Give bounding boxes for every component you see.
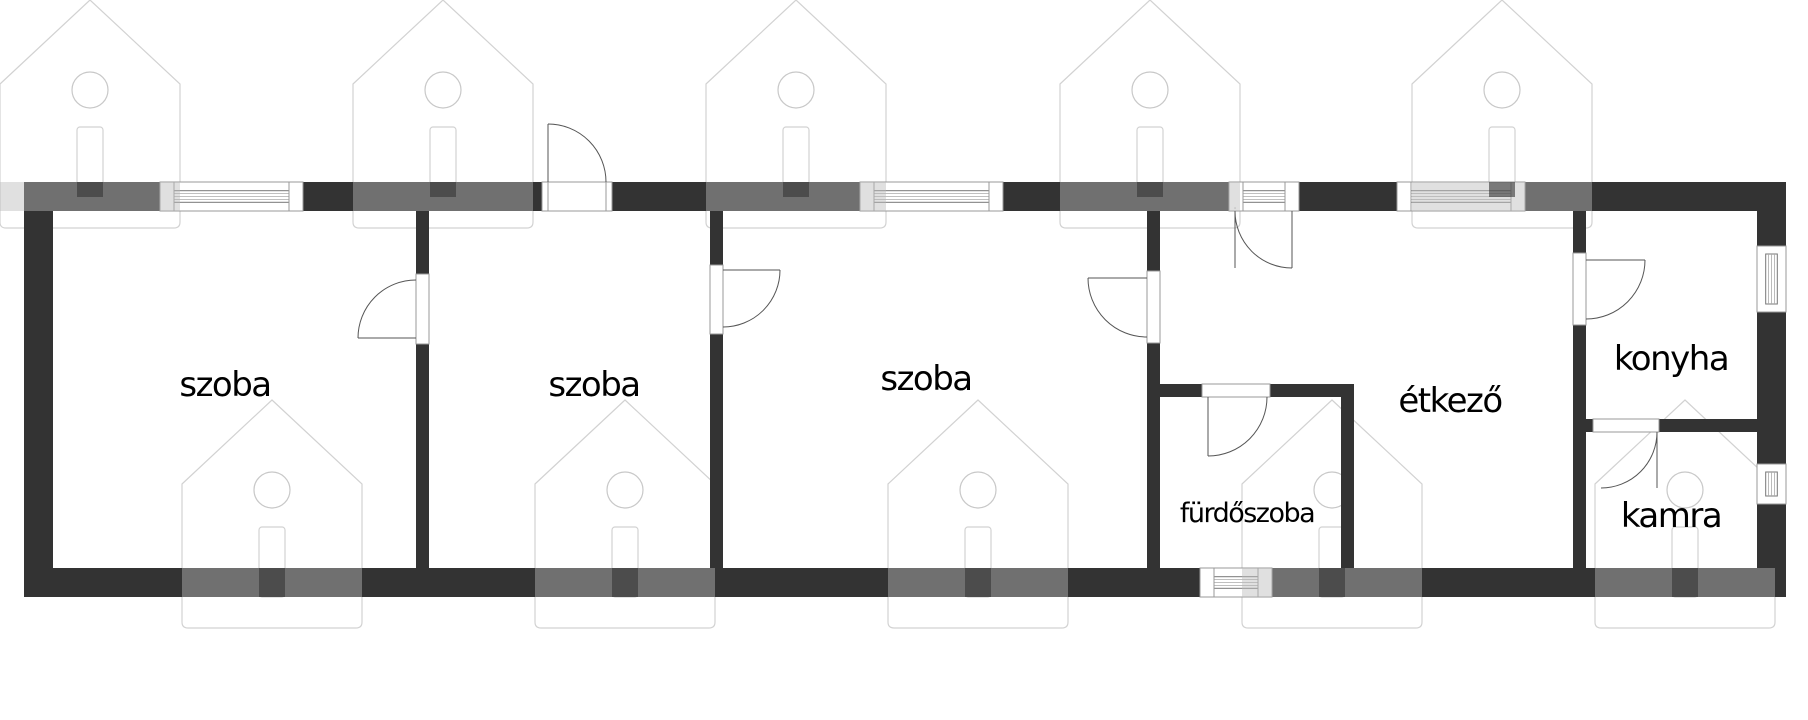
watermark-shade xyxy=(259,568,285,597)
room-label-konyha: konyha xyxy=(1614,339,1728,379)
door-opening xyxy=(1572,252,1587,326)
door-opening xyxy=(415,273,430,345)
door xyxy=(1087,270,1161,344)
room-label-szoba-3: szoba xyxy=(880,359,971,399)
house-dot xyxy=(777,71,815,109)
watermark-shade xyxy=(783,182,809,197)
watermark-layer xyxy=(0,0,1776,629)
watermark-shade xyxy=(965,568,991,597)
wall-right xyxy=(1757,182,1786,597)
wall-left xyxy=(24,182,53,597)
watermark-shade xyxy=(1489,182,1515,197)
house-outline xyxy=(1594,399,1776,629)
door-swing xyxy=(722,269,781,328)
wall-bath-right xyxy=(1341,384,1354,568)
window-frame xyxy=(1756,463,1787,505)
window xyxy=(1228,181,1300,212)
window-frame xyxy=(1396,181,1526,212)
window-frame xyxy=(1228,181,1300,212)
house-dot xyxy=(606,471,644,509)
door-opening xyxy=(709,264,724,335)
door xyxy=(709,264,781,335)
room-label-szoba-1: szoba xyxy=(179,365,270,405)
house-outline xyxy=(0,0,181,229)
wall-bath-top-b xyxy=(1270,384,1353,397)
wall-kitchen-pantry-a xyxy=(1586,419,1593,432)
house-logo-icon xyxy=(352,0,534,229)
wall-partition-4b xyxy=(1573,325,1586,568)
house-outline xyxy=(1241,399,1423,629)
room-label-szoba-2: szoba xyxy=(548,365,639,405)
house-dot xyxy=(253,471,291,509)
wall-kitchen-pantry-b xyxy=(1659,419,1757,432)
watermark-shade xyxy=(1319,568,1345,597)
house-outline xyxy=(1059,0,1241,229)
house-dot xyxy=(1131,71,1169,109)
house-logo-icon xyxy=(887,399,1069,629)
door xyxy=(357,273,430,345)
watermark-shade xyxy=(612,568,638,597)
wall-bath-top-a xyxy=(1160,384,1202,397)
house-outline xyxy=(1411,0,1593,229)
door-swing xyxy=(547,123,607,183)
door-swing xyxy=(1600,431,1658,489)
window-frame xyxy=(1199,567,1273,598)
watermark-shade xyxy=(77,182,103,197)
door xyxy=(1234,207,1293,269)
window-frame xyxy=(1756,245,1787,313)
house-outline xyxy=(887,399,1069,629)
window xyxy=(1756,245,1787,313)
door-opening xyxy=(1146,270,1161,344)
wall-partition-3a xyxy=(1147,211,1160,271)
window xyxy=(1199,567,1273,598)
door xyxy=(547,123,607,212)
door-swing xyxy=(1207,396,1268,457)
window-frame xyxy=(159,181,304,212)
house-outline xyxy=(534,399,716,629)
door-swing xyxy=(357,279,417,339)
room-label-etkezo: étkező xyxy=(1398,381,1501,421)
door xyxy=(1572,252,1646,326)
door xyxy=(1592,418,1660,489)
door-opening xyxy=(1592,418,1660,433)
door-opening xyxy=(1201,383,1271,398)
door-swing xyxy=(1087,277,1148,338)
house-dot xyxy=(71,71,109,109)
watermark-shade xyxy=(430,182,456,197)
wall-partition-4a xyxy=(1573,211,1586,253)
house-outline xyxy=(181,399,363,629)
wall-partition-2b xyxy=(710,334,723,568)
door-swing xyxy=(1585,259,1646,320)
door xyxy=(1201,383,1271,457)
window xyxy=(159,181,304,212)
wall-bottom xyxy=(24,568,1786,597)
house-outline xyxy=(352,0,534,229)
house-dot xyxy=(1483,71,1521,109)
wall-partition-2a xyxy=(710,211,723,265)
doors xyxy=(357,123,1660,489)
house-dot xyxy=(424,71,462,109)
room-label-furdoszoba: fürdőszoba xyxy=(1180,498,1314,529)
watermark-shade xyxy=(1137,182,1163,197)
door-swing xyxy=(1234,210,1293,269)
watermark-shade xyxy=(1672,568,1698,597)
wall-partition-1b xyxy=(416,344,429,568)
room-label-kamra: kamra xyxy=(1621,496,1721,536)
house-dot xyxy=(959,471,997,509)
wall-partition-1a xyxy=(416,211,429,274)
wall-partition-3b xyxy=(1147,343,1160,568)
room-labels: szoba szoba szoba étkező fürdőszoba kony… xyxy=(179,339,1729,536)
house-outline xyxy=(705,0,887,229)
window xyxy=(859,181,1004,212)
watermark-overlay xyxy=(0,182,1775,597)
window-frame xyxy=(859,181,1004,212)
window xyxy=(1756,463,1787,505)
door-opening xyxy=(547,181,607,212)
windows xyxy=(159,181,1787,598)
house-dot xyxy=(1666,471,1704,509)
